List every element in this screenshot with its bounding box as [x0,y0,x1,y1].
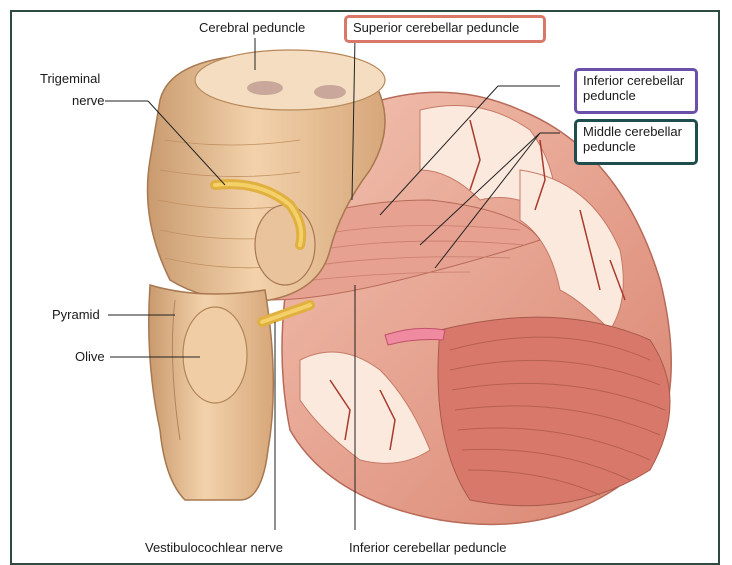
label-pyramid: Pyramid [52,307,100,322]
label-middle-cerebellar-box: Middle cerebellar peduncle [574,119,698,165]
label-trigeminal-line1: Trigeminal [40,71,100,86]
label-inferior-cerebellar-line2: peduncle [583,88,689,103]
label-inferior-cerebellar-peduncle-bottom: Inferior cerebellar peduncle [349,540,507,555]
label-middle-cerebellar-line1: Middle cerebellar [583,124,689,139]
label-inferior-cerebellar-box: Inferior cerebellar peduncle [574,68,698,114]
label-superior-cerebellar-peduncle: Superior cerebellar peduncle [344,15,546,43]
label-olive: Olive [75,349,105,364]
label-inferior-cerebellar-line1: Inferior cerebellar [583,73,689,88]
label-trigeminal-line2: nerve [72,93,105,108]
label-cerebral-peduncle: Cerebral peduncle [199,20,305,35]
label-vestibulocochlear-nerve: Vestibulocochlear nerve [145,540,283,555]
label-middle-cerebellar-line2: peduncle [583,139,689,154]
